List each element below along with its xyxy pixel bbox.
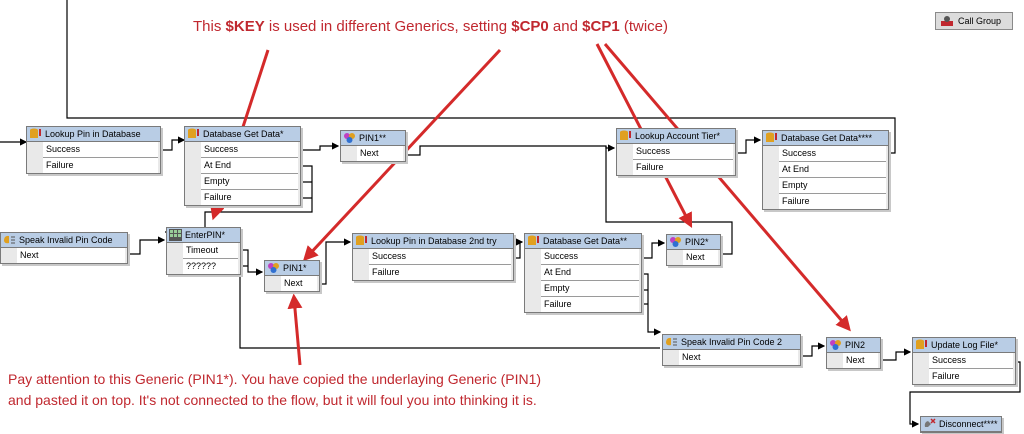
output-empty[interactable]: Empty [201, 174, 298, 190]
bottom-annotation-line2: and pasted it on top. It's not connected… [8, 392, 537, 408]
note-text: is used in different Generics, setting [264, 18, 512, 35]
note-text: and [548, 18, 583, 35]
generic-icon [670, 237, 681, 247]
note-key: $KEY [225, 18, 265, 35]
database-icon [528, 235, 539, 245]
node-title: Lookup Account Tier* [617, 129, 735, 144]
output-success[interactable]: Success [43, 142, 158, 158]
output-at-end[interactable]: At End [779, 162, 886, 178]
output-failure[interactable]: Failure [369, 265, 511, 280]
bottom-annotation-line1: Pay attention to this Generic (PIN1*). Y… [8, 371, 542, 387]
output-success[interactable]: Success [929, 353, 1013, 369]
database-icon [620, 130, 631, 140]
node-title: PIN1** [341, 131, 405, 146]
output-success[interactable]: Success [201, 142, 298, 158]
generic-icon [344, 133, 355, 143]
node-disconnect[interactable]: Disconnect**** [920, 416, 1002, 433]
title-annotation: This $KEY is used in different Generics,… [193, 18, 668, 35]
node-speak-invalid-pin-2[interactable]: Speak Invalid Pin Code 2 Next [662, 334, 801, 366]
node-pin2-star[interactable]: PIN2* Next [666, 234, 721, 266]
node-title: EnterPIN* [167, 228, 240, 243]
output-next[interactable]: Next [679, 350, 798, 365]
node-speak-invalid-pin[interactable]: Speak Invalid Pin Code Next [0, 232, 128, 264]
call-group-button[interactable]: Call Group [935, 12, 1013, 30]
node-title: Speak Invalid Pin Code 2 [663, 335, 800, 350]
output-failure[interactable]: Failure [929, 369, 1013, 384]
output-next[interactable]: Next [683, 250, 718, 265]
node-db-get-data-4[interactable]: Database Get Data**** Success At End Emp… [762, 130, 889, 210]
output-failure[interactable]: Failure [541, 297, 639, 312]
node-title: Database Get Data* [185, 127, 300, 142]
node-lookup-pin-2nd[interactable]: Lookup Pin in Database 2nd try Success F… [352, 233, 514, 281]
output-failure[interactable]: Failure [43, 158, 158, 173]
output-success[interactable]: Success [369, 249, 511, 265]
output-at-end[interactable]: At End [201, 158, 298, 174]
database-icon [916, 339, 927, 349]
disconnect-icon [924, 418, 936, 427]
note-text: This [193, 18, 226, 35]
output-success[interactable]: Success [779, 146, 886, 162]
output-timeout[interactable]: Timeout [183, 243, 238, 259]
node-update-log-file[interactable]: Update Log File* Success Failure [912, 337, 1016, 385]
output-empty[interactable]: Empty [779, 178, 886, 194]
output-at-end[interactable]: At End [541, 265, 639, 281]
note-cp1: $CP1 [582, 18, 620, 35]
output-success[interactable]: Success [633, 144, 733, 160]
output-failure[interactable]: Failure [201, 190, 298, 205]
node-lookup-pin[interactable]: Lookup Pin in Database Success Failure [26, 126, 161, 174]
output-next[interactable]: Next [17, 248, 125, 263]
output-next[interactable]: Next [281, 276, 317, 291]
node-pin2[interactable]: PIN2 Next [826, 337, 881, 369]
database-icon [30, 128, 41, 138]
generic-icon [830, 340, 841, 350]
node-db-get-data-2[interactable]: Database Get Data** Success At End Empty… [524, 233, 642, 313]
annotation-arrows [210, 43, 851, 366]
database-icon [356, 235, 367, 245]
output-failure[interactable]: Failure [633, 160, 733, 175]
node-title: Disconnect**** [921, 417, 1001, 432]
node-lookup-account-tier[interactable]: Lookup Account Tier* Success Failure [616, 128, 736, 176]
output-next[interactable]: Next [357, 146, 403, 161]
keypad-icon [169, 229, 182, 241]
speak-icon [4, 235, 15, 244]
node-title: Update Log File* [913, 338, 1015, 353]
output-empty[interactable]: Empty [541, 281, 639, 297]
speak-icon [666, 337, 677, 346]
note-cp0: $CP0 [511, 18, 549, 35]
node-title: Lookup Pin in Database [27, 127, 160, 142]
node-pin1-star2[interactable]: PIN1** Next [340, 130, 406, 162]
node-db-get-data-1[interactable]: Database Get Data* Success At End Empty … [184, 126, 301, 206]
note-text: (twice) [619, 18, 669, 35]
generic-icon [268, 263, 279, 273]
node-title: Speak Invalid Pin Code [1, 233, 127, 248]
output-success[interactable]: Success [541, 249, 639, 265]
node-title: Database Get Data**** [763, 131, 888, 146]
node-title: Database Get Data** [525, 234, 641, 249]
call-group-label: Call Group [958, 16, 1002, 26]
call-group-icon [941, 16, 953, 26]
bottom-annotation: Pay attention to this Generic (PIN1*). Y… [8, 369, 541, 411]
node-title: Lookup Pin in Database 2nd try [353, 234, 513, 249]
output-next[interactable]: Next [843, 353, 878, 368]
node-pin1-star[interactable]: PIN1* Next [264, 260, 320, 292]
output-failure[interactable]: Failure [779, 194, 886, 209]
output-other[interactable]: ?????? [183, 259, 238, 274]
node-enter-pin[interactable]: EnterPIN* Timeout ?????? [166, 227, 241, 275]
database-icon [766, 132, 777, 142]
database-icon [188, 128, 199, 138]
